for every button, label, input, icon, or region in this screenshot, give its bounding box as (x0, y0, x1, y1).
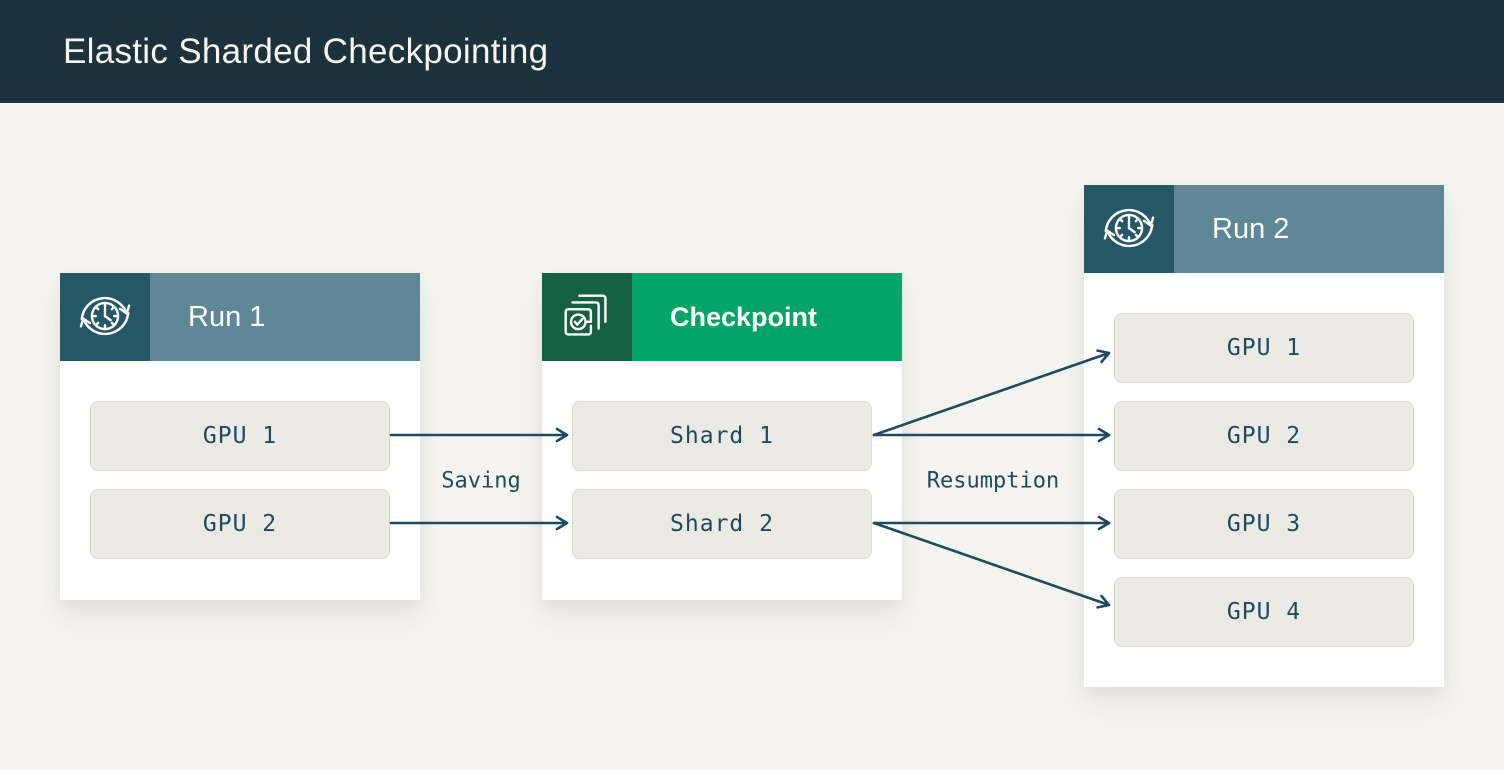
shard1-box: Shard 1 (572, 401, 872, 471)
resumption-label: Resumption (926, 468, 1060, 494)
checkpoint-card-title: Checkpoint (632, 273, 902, 361)
saving-label: Saving (441, 468, 521, 494)
run1-card-body: GPU 1 GPU 2 (60, 361, 420, 600)
page-title: Elastic Sharded Checkpointing (63, 31, 549, 71)
checkpoint-card-header: Checkpoint (542, 273, 902, 361)
shard2-box: Shard 2 (572, 489, 872, 559)
run1-card-header: Run 1 (60, 273, 420, 361)
run1-gpu1-box: GPU 1 (90, 401, 390, 471)
run2-gpu2-box: GPU 2 (1114, 401, 1414, 471)
run1-card: Run 1 GPU 1 GPU 2 (60, 273, 420, 600)
stacked-checkpoint-icon (542, 273, 632, 361)
run2-card: Run 2 GPU 1 GPU 2 GPU 3 GPU 4 (1084, 185, 1444, 687)
restart-clock-icon (1084, 185, 1174, 273)
run2-card-body: GPU 1 GPU 2 GPU 3 GPU 4 (1084, 273, 1444, 687)
run2-gpu4-box: GPU 4 (1114, 577, 1414, 647)
checkpoint-card-body: Shard 1 Shard 2 (542, 361, 902, 600)
run1-gpu2-box: GPU 2 (90, 489, 390, 559)
title-bar: Elastic Sharded Checkpointing (0, 0, 1504, 103)
run2-card-header: Run 2 (1084, 185, 1444, 273)
run2-gpu1-box: GPU 1 (1114, 313, 1414, 383)
run2-gpu3-box: GPU 3 (1114, 489, 1414, 559)
run2-card-title: Run 2 (1174, 185, 1444, 273)
run1-card-title: Run 1 (150, 273, 420, 361)
checkpoint-card: Checkpoint Shard 1 Shard 2 (542, 273, 902, 600)
restart-clock-icon (60, 273, 150, 361)
